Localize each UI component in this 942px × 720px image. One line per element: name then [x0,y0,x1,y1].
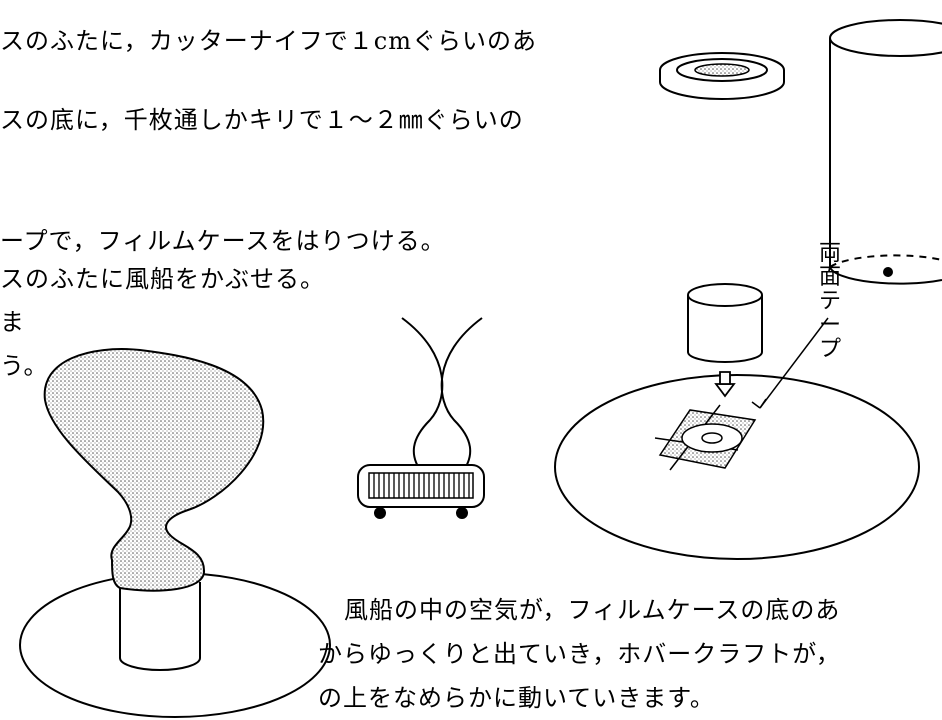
result-line-1: 風船の中の空気が，フィルムケースの底のあ [344,596,841,624]
film-case-cylinder-drawing [829,19,942,285]
result-line-3: の上をなめらかに動いていきます。 [318,684,715,712]
double-sided-tape-label: 両 面 テ ー プ [818,242,842,362]
instruction-line-4: スのふたに風船をかぶせる。 [0,265,325,293]
tape-label-char: テ [818,289,841,314]
tape-label-char: ー [818,313,841,338]
tape-label-char: 両 [818,241,841,266]
result-line-2: からゆっくりと出ていき，ホバークラフトが， [318,640,841,668]
instruction-line-1: スのふたに，カッターナイフで１cmぐらいのあ [0,27,537,55]
instruction-line-6: う。 [0,352,49,380]
tape-label-char: プ [818,337,841,362]
balloon-on-lid-drawing [357,317,485,519]
instruction-line-5: ま [0,308,25,336]
instruction-line-3: ープで，フィルムケースをはりつける。 [0,227,446,255]
tape-attachment-drawing [554,283,920,560]
tape-label-char: 面 [818,265,841,290]
film-case-lid-drawing [659,52,785,100]
instruction-line-2: スの底に，千枚通しかキリで１～２㎜ぐらいの [0,106,524,134]
finished-hovercraft-drawing [19,348,331,718]
